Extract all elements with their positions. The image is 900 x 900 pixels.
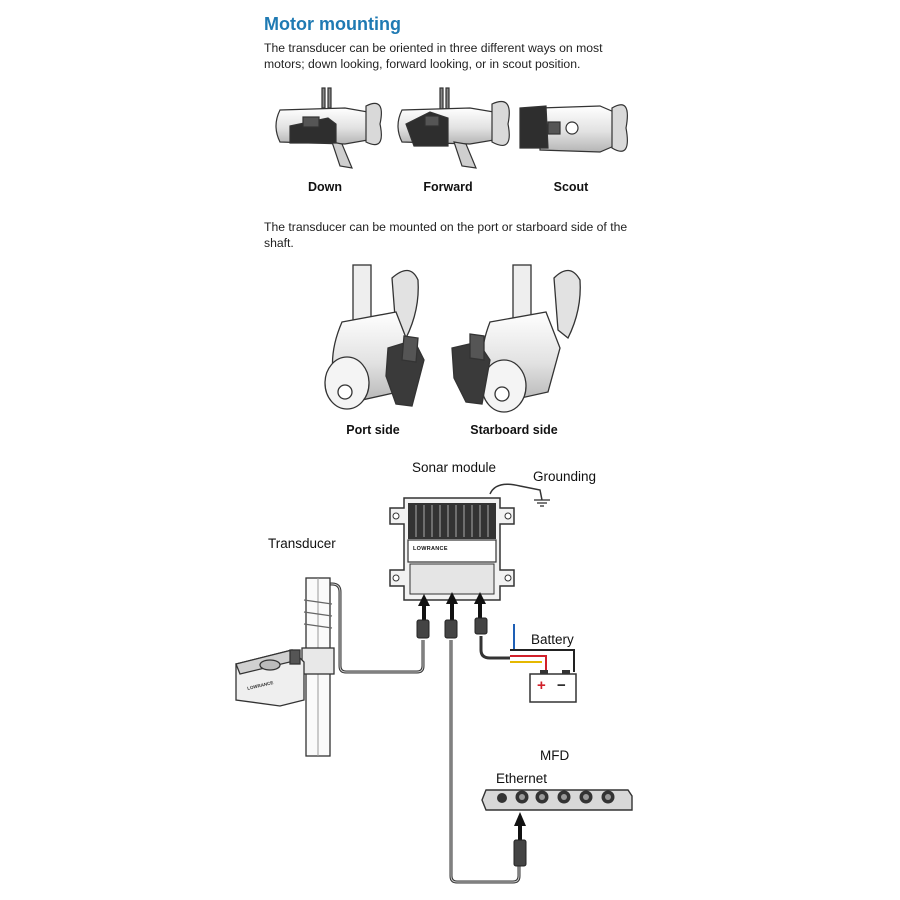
caption-down: Down <box>307 180 343 194</box>
cable-connectors <box>416 617 488 639</box>
label-transducer: Transducer <box>268 536 336 551</box>
transducer-brand-logo: LOWRANCE <box>246 680 274 691</box>
grounding-wire <box>489 483 543 501</box>
mount-side-paragraph: The transducer can be mounted on the por… <box>264 220 628 250</box>
ethernet-cable <box>449 640 521 884</box>
label-grounding: Grounding <box>533 469 597 484</box>
sonar-module-illustration <box>389 497 515 601</box>
transducer-illustration <box>235 577 335 757</box>
ethernet-connector <box>513 839 527 867</box>
mfd-illustration <box>481 789 633 811</box>
power-cable <box>479 636 510 660</box>
caption-forward: Forward <box>423 180 473 194</box>
transducer-cable <box>314 582 425 674</box>
motor-forward-illustration <box>397 87 510 169</box>
caption-port-side: Port side <box>346 423 400 437</box>
wire-red <box>510 655 547 672</box>
caption-starboard-side: Starboard side <box>470 423 558 437</box>
module-brand-logo: LOWRANCE <box>413 546 448 552</box>
port-side-illustration <box>324 264 425 410</box>
connection-arrows <box>418 592 486 620</box>
intro-paragraph: The transducer can be oriented in three … <box>264 41 603 71</box>
starboard-side-illustration <box>451 264 581 413</box>
ethernet-arrow <box>514 812 526 826</box>
motor-down-illustration <box>275 87 382 169</box>
motor-scout-illustration <box>519 104 628 153</box>
label-sonar-module: Sonar module <box>412 460 497 475</box>
caption-scout: Scout <box>553 180 589 194</box>
battery-plus-sign: + <box>537 677 546 694</box>
label-battery: Battery <box>531 632 574 647</box>
page-title: Motor mounting <box>264 14 401 34</box>
wire-black <box>510 649 575 672</box>
battery-minus-sign: − <box>557 677 566 694</box>
label-mfd: MFD <box>540 748 570 763</box>
label-ethernet: Ethernet <box>496 771 548 786</box>
